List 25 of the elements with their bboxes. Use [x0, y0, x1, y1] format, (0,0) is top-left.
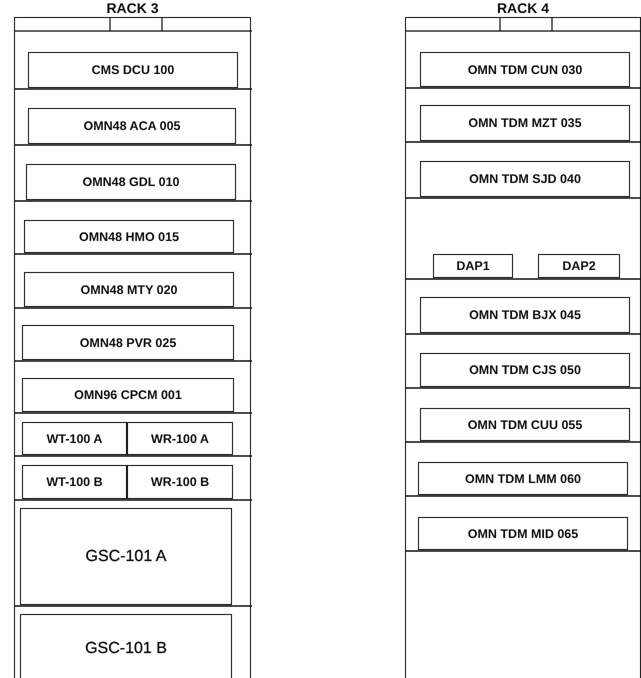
module-box: OMN TDM SJD 040	[420, 161, 630, 197]
module-box: OMN48 GDL 010	[26, 164, 236, 200]
module-box: OMN48 HMO 015	[24, 220, 234, 253]
module-box: WT-100 B	[22, 465, 127, 499]
module-box: GSC-101 A	[20, 508, 232, 605]
module-box: OMN TDM LMM 060	[418, 462, 628, 495]
rack-title: RACK 4	[496, 0, 550, 17]
module-box: GSC-101 B	[20, 614, 232, 678]
module-box: DAP2	[538, 254, 620, 278]
rack-title: RACK 3	[106, 0, 159, 17]
module-box: OMN48 PVR 025	[22, 325, 234, 360]
module-box: OMN TDM CJS 050	[420, 353, 630, 387]
module-box: WR-100 B	[127, 465, 233, 499]
module-box: CMS DCU 100	[28, 52, 238, 88]
module-box: OMN TDM BJX 045	[420, 297, 630, 333]
module-box: OMN48 MTY 020	[24, 272, 234, 307]
module-box: OMN TDM MZT 035	[420, 105, 630, 141]
module-box: OMN TDM CUN 030	[420, 52, 630, 87]
module-box: WR-100 A	[127, 422, 233, 455]
module-box: OMN96 CPCM 001	[22, 378, 234, 412]
module-box: DAP1	[433, 254, 513, 278]
module-box: WT-100 A	[22, 422, 127, 455]
module-box: OMN TDM CUU 055	[420, 408, 630, 441]
module-box: OMN TDM MID 065	[418, 517, 628, 550]
module-box: OMN48 ACA 005	[28, 108, 236, 144]
